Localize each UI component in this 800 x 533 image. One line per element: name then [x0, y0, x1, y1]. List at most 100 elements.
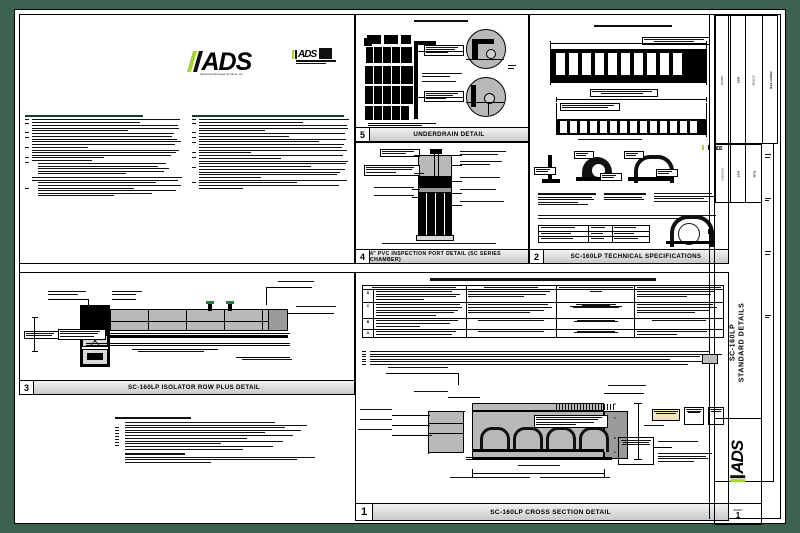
- ads-logo-specs: ADS: [702, 137, 722, 155]
- table-row: B: [361, 318, 724, 331]
- panel-number-5: 5: [356, 128, 370, 141]
- revision-strip: [761, 143, 774, 482]
- legend-box-3: [708, 407, 724, 425]
- profile-end-cap: [666, 213, 714, 251]
- drawing-sheet: ADS Advanced Drainage Systems, Inc. ADS: [14, 9, 786, 525]
- cell-compaction-c: [634, 302, 724, 320]
- specs-heading: [594, 25, 672, 29]
- panel-title-isolator-row: 3 SC-160LP ISOLATOR ROW PLUS DETAIL: [20, 380, 354, 394]
- title-block-fields-2: CHECKED JAH NTS: [714, 143, 762, 203]
- title-block: DRAWN JSR 06/26/19 REF-04862 CHECKED JAH…: [702, 14, 781, 525]
- field-dwg-no: REF-04862: [762, 15, 777, 143]
- notes-left-numbers: [25, 119, 31, 191]
- panel-number-3: 3: [20, 381, 34, 394]
- panel-cross-section: D C: [355, 272, 729, 521]
- field-date: 06/26/19: [745, 15, 763, 143]
- notes-left: [25, 115, 182, 198]
- profile-arch-2: [624, 151, 678, 185]
- fill-table-title: [430, 278, 656, 282]
- underdrain-callout-2: [424, 91, 464, 102]
- notes-right-heading: [192, 115, 344, 117]
- panel-title-text-1: SC-160LP CROSS SECTION DETAIL: [490, 508, 611, 516]
- title-block-fields: DRAWN JSR 06/26/19 REF-04862: [714, 14, 778, 144]
- geotextile-note: [534, 415, 608, 429]
- panel-isolator-row: 3 SC-160LP ISOLATOR ROW PLUS DETAIL: [19, 272, 355, 395]
- cell-location-d: [373, 288, 467, 304]
- isolator-callout-basin: [48, 291, 86, 296]
- panel-title-technical-specs: 2 SC-160LP TECHNICAL SPECIFICATIONS: [530, 249, 728, 263]
- underdrain-callout-1: [424, 45, 464, 56]
- inspection-callout-1: [380, 149, 420, 158]
- ads-logo: ADS Advanced Drainage Systems, Inc.: [186, 48, 253, 76]
- field-scale: NTS: [745, 144, 761, 202]
- cell-description-d: [465, 288, 558, 304]
- profile-foot: [534, 153, 568, 185]
- cell-location-b: [373, 318, 467, 331]
- cell-location-a: [373, 329, 467, 339]
- isolator-note-box-2: [58, 329, 106, 340]
- cross-section-notes: [362, 351, 722, 367]
- ads-tagline: Advanced Drainage Systems, Inc.: [200, 73, 244, 76]
- inspection-callout-2: [364, 165, 420, 176]
- cell-description-b: [465, 318, 558, 331]
- ads-wordmark: ADS: [201, 48, 253, 76]
- cell-location-c: [373, 302, 467, 320]
- panel-number-2: 2: [530, 250, 544, 263]
- drawing-title: STANDARD DETAILS: [739, 302, 747, 382]
- panel-title-underdrain: 5 UNDERDRAIN DETAIL: [356, 127, 528, 141]
- field-drawn: DRAWN: [715, 15, 731, 143]
- field-checked-value: JAH: [730, 144, 746, 202]
- title-block-company: ADS: [728, 440, 748, 474]
- row-letter-b: B: [361, 318, 375, 331]
- legend-box-2: [684, 407, 704, 425]
- panel-title-cross-section: 1 SC-160LP CROSS SECTION DETAIL: [356, 503, 728, 520]
- notes-left-heading: [25, 115, 143, 117]
- panel-title-text-3: SC-160LP ISOLATOR ROW PLUS DETAIL: [127, 384, 261, 391]
- ads-logo-secondary: ADS: [292, 48, 336, 64]
- panel-isolator-notes: [19, 395, 355, 521]
- cell-compaction-a: [634, 329, 724, 339]
- field-checked: CHECKED: [715, 144, 731, 202]
- cell-aashto-a: [556, 329, 636, 339]
- panel-number-4: 4: [356, 250, 370, 263]
- notes-right-numbers: [192, 119, 198, 185]
- cell-aashto-c: [556, 302, 636, 320]
- row-letter-c: C: [361, 302, 375, 320]
- cell-aashto-d: [556, 288, 636, 304]
- field-drawn-value: JSR: [730, 15, 746, 143]
- panel-notes: ADS Advanced Drainage Systems, Inc. ADS: [19, 14, 355, 264]
- section-detail-box: [618, 437, 654, 465]
- project-title: SC-160LP: [729, 323, 737, 361]
- panel-title-text-2: SC-160LP TECHNICAL SPECIFICATIONS: [570, 253, 702, 260]
- cell-description-c: [465, 302, 558, 320]
- table-row: D: [361, 288, 724, 304]
- notes-right: [192, 115, 350, 190]
- panel-title-text-5: UNDERDRAIN DETAIL: [413, 131, 485, 138]
- cell-compaction-d: [634, 288, 724, 304]
- build-direction-note: [578, 139, 642, 142]
- legend-box-1: [652, 409, 680, 421]
- panel-technical-specs: ADS: [529, 14, 729, 264]
- panel-title-text-4: 4" PVC INSPECTION PORT DETAIL (SC SERIES…: [370, 250, 501, 263]
- sheet-label: SHEET: [733, 508, 743, 512]
- specs-mini-table: [537, 225, 651, 243]
- misc-chip: [702, 354, 718, 364]
- panel-number-1: 1: [356, 504, 373, 520]
- sheet-number-cell: SHEET 1: [714, 503, 762, 525]
- sheet-number: 1: [735, 511, 741, 520]
- row-letter-d: D: [361, 288, 375, 304]
- fill-materials-table: D C: [361, 285, 724, 339]
- panel-underdrain-detail: 5 UNDERDRAIN DETAIL: [355, 14, 529, 142]
- panel-title-inspection-port: 4 4" PVC INSPECTION PORT DETAIL (SC SERI…: [356, 249, 528, 263]
- table-row: A: [361, 329, 724, 339]
- cell-aashto-b: [556, 318, 636, 331]
- row-letter-a: A: [361, 329, 375, 339]
- cross-section-drawing: D C B A: [356, 367, 728, 501]
- profile-arch-1: [574, 151, 622, 185]
- isolator-callout-chamber: [112, 291, 142, 296]
- isolator-note-box-1: [24, 331, 60, 340]
- panel-inspection-port: 4 4" PVC INSPECTION PORT DETAIL (SC SERI…: [355, 142, 529, 264]
- cell-description-a: [465, 329, 558, 339]
- table-row: C: [361, 302, 724, 320]
- title-block-logo: ADS: [714, 418, 762, 504]
